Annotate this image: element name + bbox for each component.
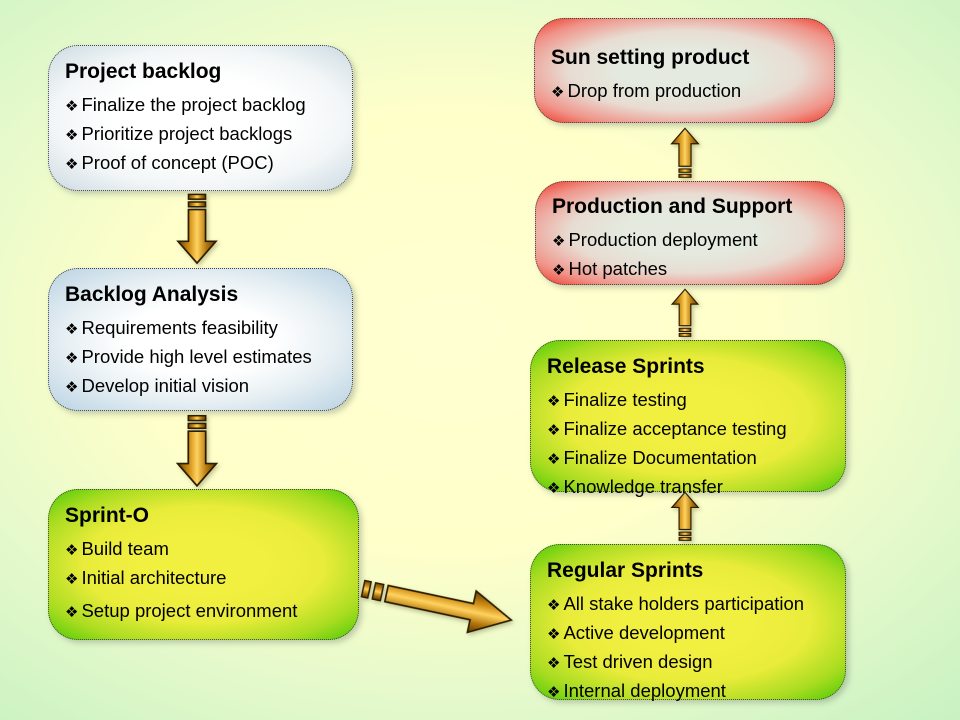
list-item: ❖Provide high level estimates xyxy=(65,343,342,372)
diamond-bullet-icon: ❖ xyxy=(65,571,79,588)
diamond-bullet-icon: ❖ xyxy=(65,542,79,559)
box-production-support: Production and Support ❖Production deplo… xyxy=(535,181,845,285)
list-item: ❖Setup project environment xyxy=(65,597,348,626)
list-item-text: Drop from production xyxy=(567,80,742,101)
bullet-list: ❖Build team ❖Initial architecture ❖Setup… xyxy=(65,535,348,626)
diamond-bullet-icon: ❖ xyxy=(552,233,566,250)
arrow-up-icon xyxy=(664,491,706,541)
diamond-bullet-icon: ❖ xyxy=(65,127,79,144)
list-item: ❖Develop initial vision xyxy=(65,372,342,401)
box-project-backlog: Project backlog ❖Finalize the project ba… xyxy=(48,45,353,191)
arrow-down-icon xyxy=(168,193,226,265)
list-item: ❖Requirements feasibility xyxy=(65,314,342,343)
diamond-bullet-icon: ❖ xyxy=(547,655,561,672)
arrow-up-icon xyxy=(664,127,706,178)
list-item-text: Finalize testing xyxy=(563,389,687,410)
box-regular-sprints: Regular Sprints ❖All stake holders parti… xyxy=(530,544,846,701)
bullet-list: ❖Finalize testing ❖Finalize acceptance t… xyxy=(547,386,835,502)
diamond-bullet-icon: ❖ xyxy=(547,393,561,410)
box-title: Production and Support xyxy=(552,195,793,218)
diamond-bullet-icon: ❖ xyxy=(552,262,566,279)
list-item-text: Proof of concept (POC) xyxy=(81,152,274,173)
box-title: Sprint-O xyxy=(65,504,149,527)
list-item: ❖Proof of concept (POC) xyxy=(65,149,342,178)
list-item: ❖Test driven design xyxy=(547,648,835,677)
list-item-text: Build team xyxy=(81,538,169,559)
list-item-text: Prioritize project backlogs xyxy=(81,123,293,144)
bullet-list: ❖Requirements feasibility ❖Provide high … xyxy=(65,314,342,401)
list-item-text: Knowledge transfer xyxy=(563,476,723,497)
diamond-bullet-icon: ❖ xyxy=(547,422,561,439)
list-item: ❖Knowledge transfer xyxy=(547,473,835,502)
box-title: Sun setting product xyxy=(551,46,750,69)
list-item: ❖Internal deployment xyxy=(547,677,835,706)
list-item-text: Initial architecture xyxy=(81,567,227,588)
diamond-bullet-icon: ❖ xyxy=(547,684,561,701)
diamond-bullet-icon: ❖ xyxy=(547,597,561,614)
diamond-bullet-icon: ❖ xyxy=(65,321,79,338)
list-item: ❖Drop from production xyxy=(551,77,824,106)
list-item-text: Provide high level estimates xyxy=(81,346,312,367)
box-sun-setting-product: Sun setting product ❖Drop from productio… xyxy=(534,18,835,123)
diamond-bullet-icon: ❖ xyxy=(65,350,79,367)
diamond-bullet-icon: ❖ xyxy=(65,98,79,115)
list-item-text: Internal deployment xyxy=(563,680,726,701)
list-item-text: Active development xyxy=(563,622,725,643)
list-item: ❖Build team xyxy=(65,535,348,564)
bullet-list: ❖Finalize the project backlog ❖Prioritiz… xyxy=(65,91,342,178)
list-item: ❖All stake holders participation xyxy=(547,590,835,619)
diamond-bullet-icon: ❖ xyxy=(547,451,561,468)
list-item-text: Requirements feasibility xyxy=(81,317,278,338)
list-item-text: All stake holders participation xyxy=(563,593,805,614)
box-title: Project backlog xyxy=(65,60,222,83)
arrow-right-icon xyxy=(356,558,521,651)
arrow-up-icon xyxy=(664,288,706,337)
list-item: ❖Hot patches xyxy=(552,255,834,284)
diamond-bullet-icon: ❖ xyxy=(65,379,79,396)
bullet-list: ❖Drop from production xyxy=(551,77,824,106)
list-item: ❖Finalize acceptance testing xyxy=(547,415,835,444)
box-title: Release Sprints xyxy=(547,355,705,378)
list-item: ❖Initial architecture xyxy=(65,564,348,593)
diamond-bullet-icon: ❖ xyxy=(547,480,561,497)
list-item: ❖Production deployment xyxy=(552,226,834,255)
arrow-down-icon xyxy=(168,414,226,488)
diamond-bullet-icon: ❖ xyxy=(65,604,79,621)
list-item-text: Test driven design xyxy=(563,651,713,672)
list-item-text: Develop initial vision xyxy=(81,375,250,396)
bullet-list: ❖Production deployment ❖Hot patches xyxy=(552,226,834,284)
list-item-text: Production deployment xyxy=(568,229,758,250)
box-sprint-o: Sprint-O ❖Build team ❖Initial architectu… xyxy=(48,489,359,640)
list-item: ❖Prioritize project backlogs xyxy=(65,120,342,149)
list-item: ❖Finalize Documentation xyxy=(547,444,835,473)
list-item-text: Finalize the project backlog xyxy=(81,94,306,115)
diamond-bullet-icon: ❖ xyxy=(551,84,565,101)
list-item: ❖Finalize the project backlog xyxy=(65,91,342,120)
list-item: ❖Finalize testing xyxy=(547,386,835,415)
list-item-text: Finalize Documentation xyxy=(563,447,757,468)
bullet-list: ❖All stake holders participation ❖Active… xyxy=(547,590,835,706)
diamond-bullet-icon: ❖ xyxy=(65,156,79,173)
box-backlog-analysis: Backlog Analysis ❖Requirements feasibili… xyxy=(48,268,353,411)
box-title: Regular Sprints xyxy=(547,559,704,582)
box-title: Backlog Analysis xyxy=(65,283,239,306)
box-release-sprints: Release Sprints ❖Finalize testing ❖Final… xyxy=(530,340,846,497)
list-item-text: Setup project environment xyxy=(81,600,298,621)
list-item: ❖Active development xyxy=(547,619,835,648)
list-item-text: Finalize acceptance testing xyxy=(563,418,787,439)
diamond-bullet-icon: ❖ xyxy=(547,626,561,643)
list-item-text: Hot patches xyxy=(568,258,668,279)
